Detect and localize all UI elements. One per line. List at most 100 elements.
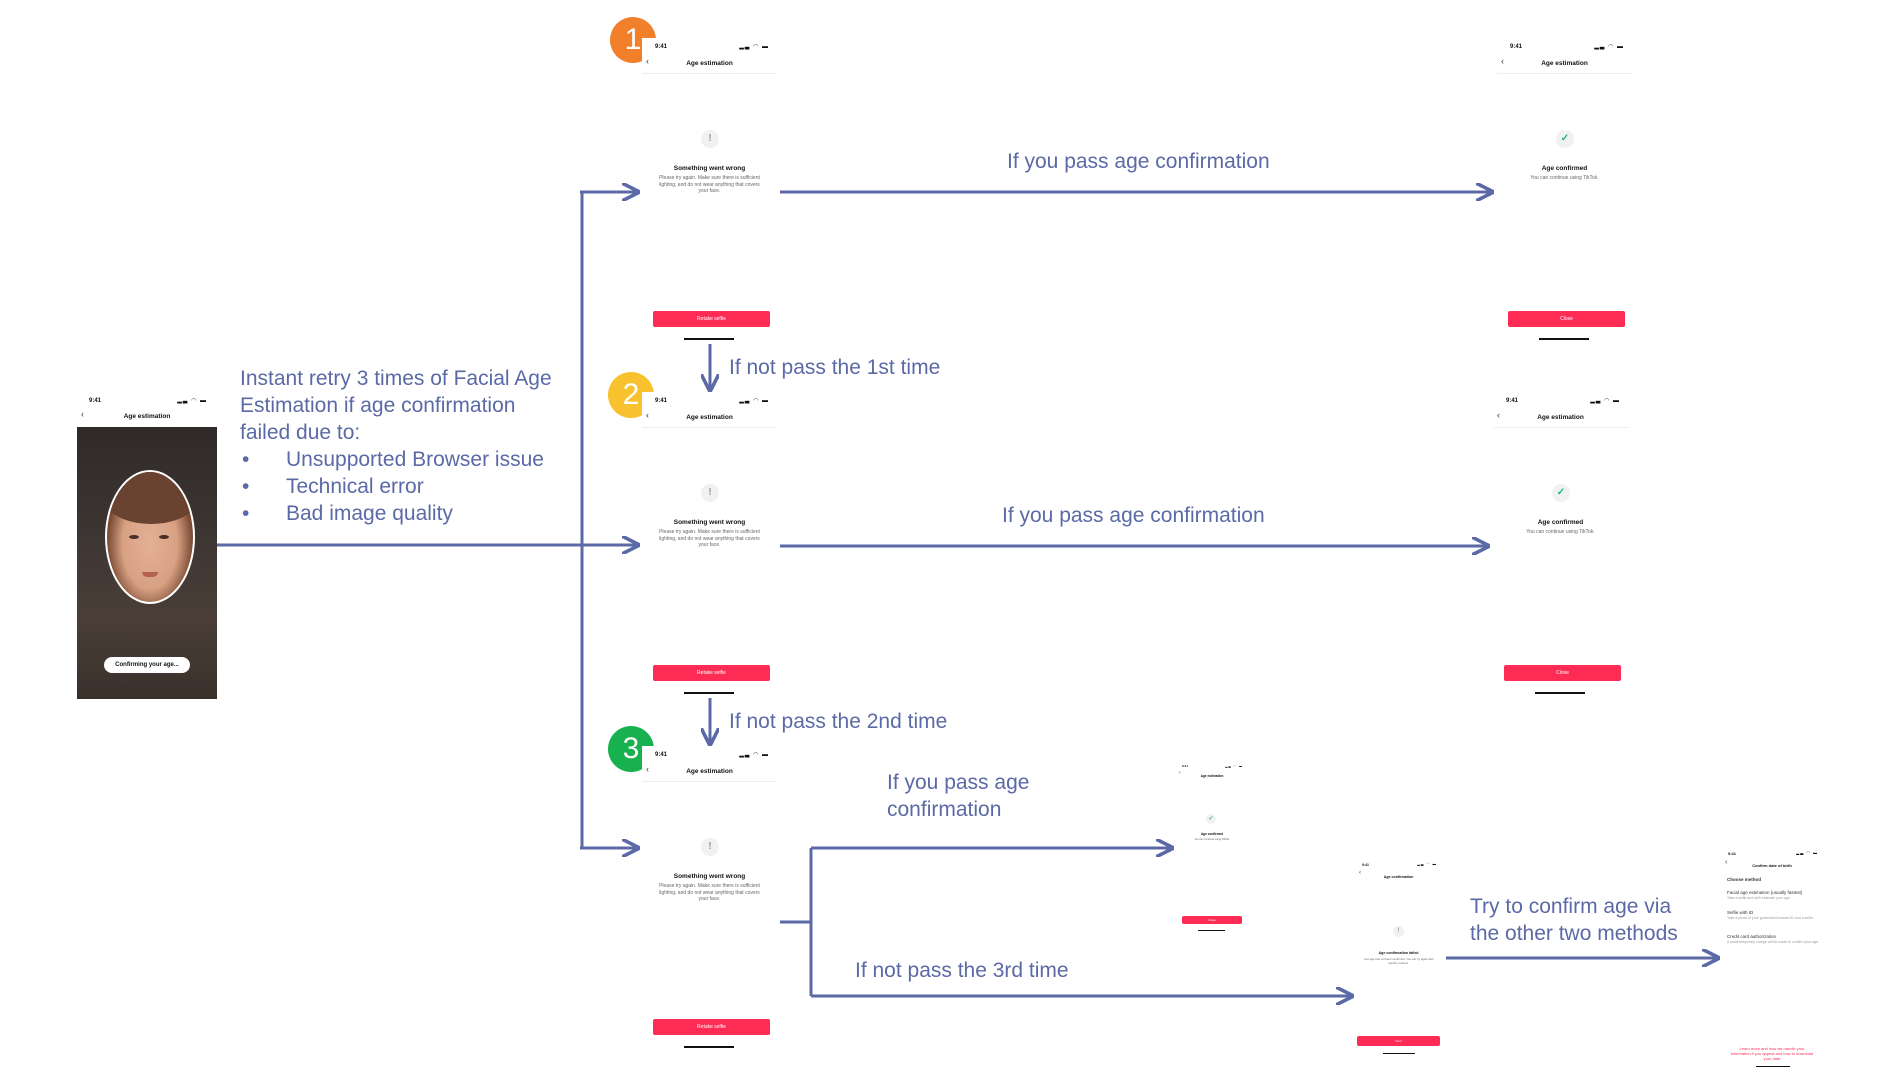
- screen-title: Age estimation: [686, 60, 733, 67]
- status-time: 9:41: [655, 44, 668, 50]
- status-icons: ▂▃ ◠ ▬: [177, 398, 207, 404]
- status-icons: ▂▃ ◠ ▬: [1796, 850, 1818, 855]
- error-heading: Something went wrong: [673, 165, 746, 172]
- retake-selfie-button[interactable]: Retake selfie: [653, 665, 770, 681]
- method-option-selfie-id[interactable]: Selfie with ID: [1727, 910, 1754, 915]
- success-screen-attempt-3: 9:41 ▂▃ ◠ ▬ ‹ Age estimation ✓ Age confi…: [1177, 762, 1247, 937]
- check-icon: ✓: [1556, 130, 1574, 148]
- exclamation-icon: !: [1393, 926, 1404, 937]
- error-screen-attempt-2: 9:41 ▂▃ ◠ ▬ ‹ Age estimation ! Something…: [642, 392, 777, 697]
- retake-selfie-button[interactable]: Retake selfie: [653, 1019, 770, 1035]
- status-icons: ▂▃ ◠ ▬: [739, 752, 769, 758]
- label-fail-3: If not pass the 3rd time: [855, 959, 1069, 982]
- exclamation-icon: !: [701, 484, 719, 502]
- status-time: 9:41: [1362, 863, 1370, 867]
- intro-text: Instant retry 3 times of Facial Age Esti…: [240, 367, 552, 444]
- choose-method-heading: Choose method: [1727, 877, 1762, 882]
- success-heading: Age confirmed: [1537, 519, 1584, 526]
- method-option-desc: Take a photo of your government-issued I…: [1727, 916, 1814, 920]
- home-indicator: [1383, 1053, 1415, 1054]
- header-divider: [1497, 73, 1632, 74]
- status-time: 9:41: [1728, 851, 1737, 856]
- chevron-left-icon[interactable]: ‹: [646, 56, 649, 66]
- home-indicator: [1756, 1066, 1790, 1067]
- final-fail-screen: 9:41 ▂▃ ◠ ▬ ‹ Age confirmation ! Age con…: [1356, 860, 1441, 1060]
- eye-right: [159, 535, 169, 539]
- label-fail-2: If not pass the 2nd time: [729, 710, 948, 733]
- intro-text-block: Instant retry 3 times of Facial Age Esti…: [240, 365, 570, 527]
- status-icons: ▂▃ ◠ ▬: [1417, 862, 1437, 866]
- chevron-left-icon[interactable]: ‹: [646, 410, 649, 420]
- error-screen-attempt-3: 9:41 ▂▃ ◠ ▬ ‹ Age estimation ! Something…: [642, 746, 777, 1051]
- home-indicator: [1539, 338, 1589, 340]
- status-time: 9:41: [655, 398, 668, 404]
- status-time: 9:41: [1506, 398, 1519, 404]
- reason-item: Technical error: [240, 473, 570, 500]
- status-time: 9:41: [89, 398, 102, 404]
- close-button[interactable]: Close: [1508, 311, 1625, 327]
- home-indicator: [684, 338, 734, 340]
- header-divider: [642, 781, 777, 782]
- fail-body: Your age has not been confirmed. You can…: [1363, 957, 1434, 965]
- status-time: 9:41: [655, 752, 668, 758]
- chevron-left-icon[interactable]: ‹: [1179, 770, 1181, 776]
- success-body: You can continue using TikTok.: [1194, 838, 1230, 841]
- next-button[interactable]: Next: [1357, 1036, 1440, 1046]
- close-button[interactable]: Close: [1182, 916, 1242, 924]
- home-indicator: [1535, 692, 1585, 694]
- error-screen-attempt-1: 9:41 ▂▃ ◠ ▬ ‹ Age estimation ! Something…: [642, 38, 777, 343]
- chevron-left-icon[interactable]: ‹: [1497, 410, 1500, 420]
- screen-title: Confirm date of birth: [1752, 863, 1792, 868]
- chevron-left-icon[interactable]: ‹: [81, 409, 84, 419]
- status-icons: ▂▃ ◠ ▬: [739, 44, 769, 50]
- chevron-left-icon[interactable]: ‹: [1725, 859, 1728, 866]
- screen-title: Age confirmation: [1383, 875, 1414, 879]
- confirming-pill: Confirming your age...: [104, 657, 190, 673]
- method-option-facial[interactable]: Facial age estimation (usually fastest): [1727, 890, 1803, 895]
- success-screen-attempt-1: 9:41 ▂▃ ◠ ▬ ‹ Age estimation ✓ Age confi…: [1497, 38, 1632, 343]
- screen-title: Age estimation: [1541, 60, 1588, 67]
- status-icons: ▂▃ ◠ ▬: [1594, 44, 1624, 50]
- exclamation-icon: !: [701, 130, 719, 148]
- label-pass-2: If you pass age confirmation: [1002, 504, 1265, 527]
- chevron-left-icon[interactable]: ‹: [646, 764, 649, 774]
- method-option-desc: Take a selfie and we'll estimate your ag…: [1727, 896, 1791, 900]
- chevron-left-icon[interactable]: ‹: [1501, 56, 1504, 66]
- header-divider: [1493, 427, 1628, 428]
- screen-title: Age estimation: [686, 768, 733, 775]
- selfie-screen: 9:41 ▂▃ ◠ ▬ ‹ Age estimation: [77, 396, 217, 426]
- home-indicator: [1198, 930, 1225, 931]
- success-screen-attempt-2: 9:41 ▂▃ ◠ ▬ ‹ Age estimation ✓ Age confi…: [1493, 392, 1628, 697]
- screen-title: Age estimation: [1200, 774, 1224, 778]
- mouth: [142, 572, 158, 577]
- reason-item: Bad image quality: [240, 500, 570, 527]
- check-icon: ✓: [1552, 484, 1570, 502]
- screen-title: Age estimation: [686, 414, 733, 421]
- close-button[interactable]: Close: [1504, 665, 1621, 681]
- screen-title: Age estimation: [1537, 414, 1584, 421]
- home-indicator: [684, 692, 734, 694]
- label-other-methods: Try to confirm age via the other two met…: [1470, 895, 1678, 945]
- success-heading: Age confirmed: [1541, 165, 1588, 172]
- success-body: You can continue using TikTok.: [1530, 175, 1599, 181]
- screen-title: Age estimation: [123, 413, 171, 420]
- success-heading: Age confirmed: [1200, 832, 1224, 836]
- method-option-desc: A small temporary charge will be made to…: [1727, 940, 1820, 944]
- status-time: 9:41: [1510, 44, 1523, 50]
- learn-more-link[interactable]: Learn more and how we handle your inform…: [1730, 1046, 1814, 1061]
- exclamation-icon: !: [701, 838, 719, 856]
- check-icon: ✓: [1206, 814, 1216, 824]
- selfie-camera-view: Confirming your age...: [77, 427, 217, 699]
- method-option-credit-card[interactable]: Credit card authorization: [1727, 934, 1777, 939]
- status-icons: ▂▃ ◠ ▬: [1225, 764, 1243, 768]
- reason-list: Unsupported Browser issue Technical erro…: [240, 446, 570, 527]
- eye-left: [129, 535, 139, 539]
- error-body: Please try again. Make sure there is suf…: [659, 175, 760, 194]
- methods-screen: 9:41 ▂▃ ◠ ▬ ‹ Confirm date of birth Choo…: [1722, 848, 1822, 1073]
- retake-selfie-button[interactable]: Retake selfie: [653, 311, 770, 327]
- hair-shape: [107, 472, 193, 524]
- home-indicator: [684, 1046, 734, 1048]
- label-fail-1: If not pass the 1st time: [729, 356, 941, 379]
- chevron-left-icon[interactable]: ‹: [1359, 870, 1361, 876]
